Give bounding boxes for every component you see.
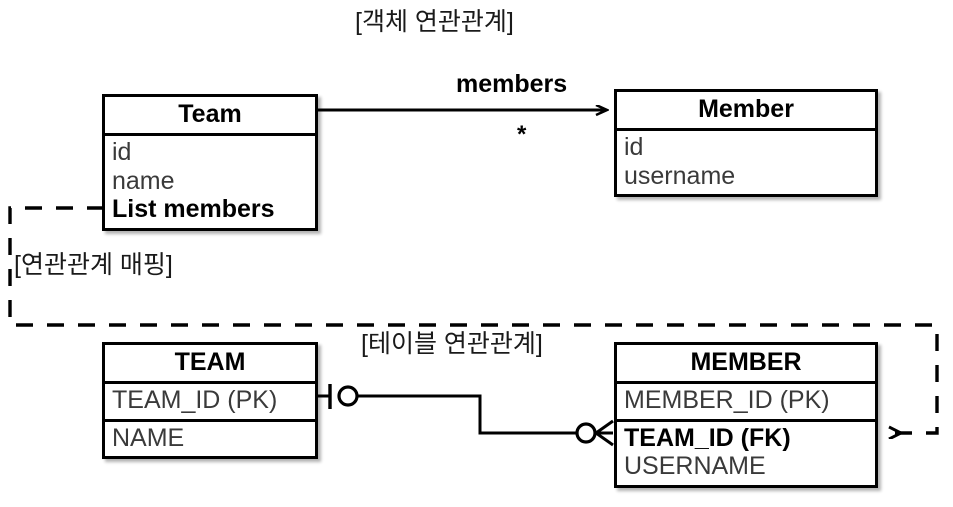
table-box-member-title: MEMBER — [690, 348, 802, 376]
class-box-member[interactable]: Member id username — [614, 89, 878, 197]
mapping-dashed-link — [8, 206, 939, 433]
table-box-team-section-pk: TEAM_ID (PK) — [105, 381, 315, 419]
crowsfoot-one-and-only-one — [328, 384, 359, 409]
class-box-team-fields: id name List members — [105, 133, 315, 228]
class-box-team-title: Team — [178, 100, 242, 128]
table-box-member-section-pk: MEMBER_ID (PK) — [617, 381, 875, 419]
table-box-member[interactable]: MEMBER MEMBER_ID (PK) TEAM_ID (FK) USERN… — [614, 342, 878, 488]
association-label-members: members — [456, 70, 568, 98]
caption-table-association: [테이블 연관관계] — [361, 330, 543, 358]
field-member-id: id — [624, 133, 644, 161]
table-box-team[interactable]: TEAM TEAM_ID (PK) NAME — [102, 342, 318, 459]
caption-association-mapping: [연관관계 매핑] — [14, 251, 173, 279]
er-relationship-line — [318, 384, 614, 447]
class-box-team[interactable]: Team id name List members — [102, 94, 318, 231]
page-title-object-association: [객체 연관관계] — [355, 8, 514, 36]
table-box-team-title: TEAM — [174, 348, 246, 376]
class-box-member-title: Member — [698, 95, 794, 123]
crowsfoot-zero-or-many — [575, 419, 614, 447]
field-team-id: id — [112, 138, 132, 166]
table-box-member-section-cols: TEAM_ID (FK) USERNAME — [617, 418, 875, 485]
table-box-team-section-cols: NAME — [105, 418, 315, 457]
column-member-team-id-fk: TEAM_ID (FK) — [624, 423, 791, 452]
field-team-list-members: List members — [112, 195, 275, 223]
column-member-id-pk: MEMBER_ID (PK) — [624, 386, 830, 414]
field-member-username: username — [624, 161, 736, 190]
field-team-name: name — [112, 166, 175, 195]
column-team-id-pk: TEAM_ID (PK) — [112, 386, 278, 414]
column-member-username: USERNAME — [624, 452, 766, 480]
class-box-member-fields: id username — [617, 128, 875, 194]
column-team-name: NAME — [112, 423, 185, 452]
association-multiplicity: * — [517, 121, 527, 148]
